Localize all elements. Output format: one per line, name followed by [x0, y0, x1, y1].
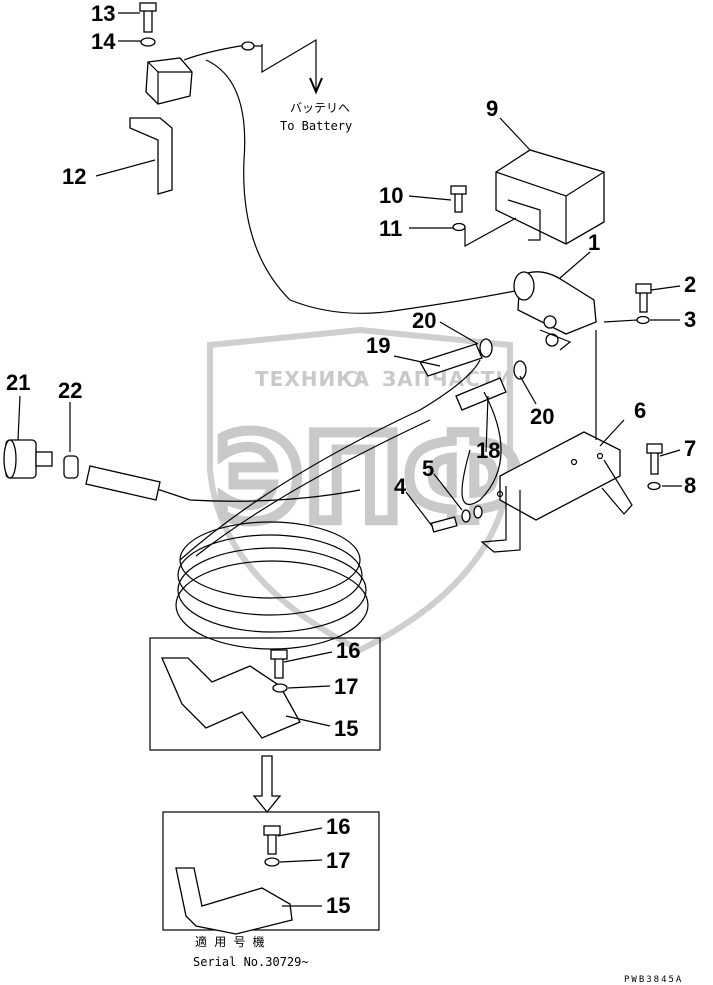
bolt-16-lower-icon — [267, 833, 277, 855]
callout-17-upper: 17 — [334, 674, 358, 699]
battery-arrow-icon — [309, 77, 323, 95]
bolt-7-icon — [650, 451, 659, 475]
inset-upper — [149, 637, 381, 751]
washer-5-icon — [461, 509, 471, 523]
clip-22-icon — [63, 455, 79, 479]
callout-1: 1 — [588, 230, 600, 255]
callout-11: 11 — [379, 216, 402, 241]
callout-13: 13 — [91, 1, 115, 26]
callout-18: 18 — [476, 438, 500, 463]
battery-lead — [261, 38, 317, 90]
bolt-4-icon — [430, 516, 458, 533]
callout-20-upper: 20 — [412, 308, 436, 333]
callout-6: 6 — [634, 398, 646, 423]
notes: バッテリへ To Battery 適 用 号 機 Serial No.30729… — [193, 101, 683, 985]
washer-17-icon — [272, 683, 288, 693]
clamp-20-lower-icon — [513, 360, 527, 380]
callout-21: 21 — [6, 370, 30, 395]
leader-lines — [17, 12, 682, 907]
drawing-code: PWB3845A — [624, 975, 683, 985]
bracket-15-icon — [161, 657, 301, 739]
callout-20-lower: 20 — [530, 404, 554, 429]
callout-15-upper: 15 — [334, 716, 358, 741]
bolt-2-head-icon — [635, 283, 652, 294]
bolt-7-head-icon — [646, 443, 663, 454]
inset-lower — [162, 811, 380, 935]
serial-note-en: Serial No.30729~ — [193, 955, 309, 969]
washer-8-icon — [647, 481, 661, 491]
harness-cable — [205, 59, 521, 314]
bolt-13-head-icon — [139, 2, 157, 12]
callout-2: 2 — [684, 272, 696, 297]
callout-10: 10 — [379, 183, 403, 208]
bracket-12-icon — [129, 117, 173, 195]
bolt-16-icon — [274, 657, 284, 679]
callout-7: 7 — [684, 436, 696, 461]
hose-end-icon — [85, 465, 161, 501]
callout-14: 14 — [91, 29, 116, 54]
bolt-10-head-icon — [450, 185, 467, 195]
battery-note-en: To Battery — [280, 119, 352, 133]
hose-19-icon — [419, 343, 483, 377]
relay-box-icon — [145, 57, 193, 105]
callout-22: 22 — [58, 378, 82, 403]
heater-assembly — [480, 271, 663, 553]
coiled-hose — [175, 359, 481, 650]
down-arrow-icon — [252, 755, 282, 814]
callout-5: 5 — [422, 456, 434, 481]
watermark-logo: ЭПФ — [215, 410, 523, 549]
callout-19: 19 — [366, 333, 390, 358]
callout-15-lower: 15 — [326, 893, 350, 918]
gauge-assembly — [3, 439, 79, 479]
clamp-20-upper-icon — [479, 338, 493, 358]
serial-note-jp: 適 用 号 機 — [195, 934, 265, 949]
watermark-gear-icon — [345, 371, 361, 387]
callout-16-upper: 16 — [336, 638, 360, 663]
callout-8: 8 — [684, 473, 696, 498]
cover-assembly — [450, 149, 605, 245]
callout-4: 4 — [394, 474, 407, 499]
inset-frame-lower — [162, 811, 380, 931]
washer-11-icon — [452, 222, 466, 232]
washer-14-icon — [140, 37, 156, 47]
callout-16-lower: 16 — [326, 814, 350, 839]
callout-3: 3 — [684, 307, 696, 332]
relay-assembly — [129, 2, 521, 314]
washer-17-lower-icon — [264, 857, 280, 867]
hose-assembly — [85, 338, 527, 533]
relay-wire — [183, 45, 262, 61]
callout-12: 12 — [62, 164, 86, 189]
inset-frame — [149, 637, 381, 751]
terminal-icon — [241, 41, 255, 51]
bracket-15-lower-icon — [175, 867, 293, 935]
callouts: 13 14 12 9 10 11 1 2 3 6 7 8 4 5 18 19 2… — [6, 1, 696, 918]
bracket-6-icon — [499, 431, 621, 521]
washer-3-icon — [636, 315, 650, 325]
watermark-company: ТЕХНИКА — [255, 367, 370, 391]
callout-17-lower: 17 — [326, 848, 350, 873]
watermark: ТЕХНИКА ЗАПЧАСТИ ЭПФ — [207, 326, 528, 654]
battery-note-jp: バッテリへ — [290, 101, 350, 115]
watermark-shield-icon — [207, 326, 513, 654]
bolt-2-icon — [639, 291, 648, 313]
hose-18-icon — [455, 377, 507, 411]
callout-9: 9 — [486, 96, 498, 121]
